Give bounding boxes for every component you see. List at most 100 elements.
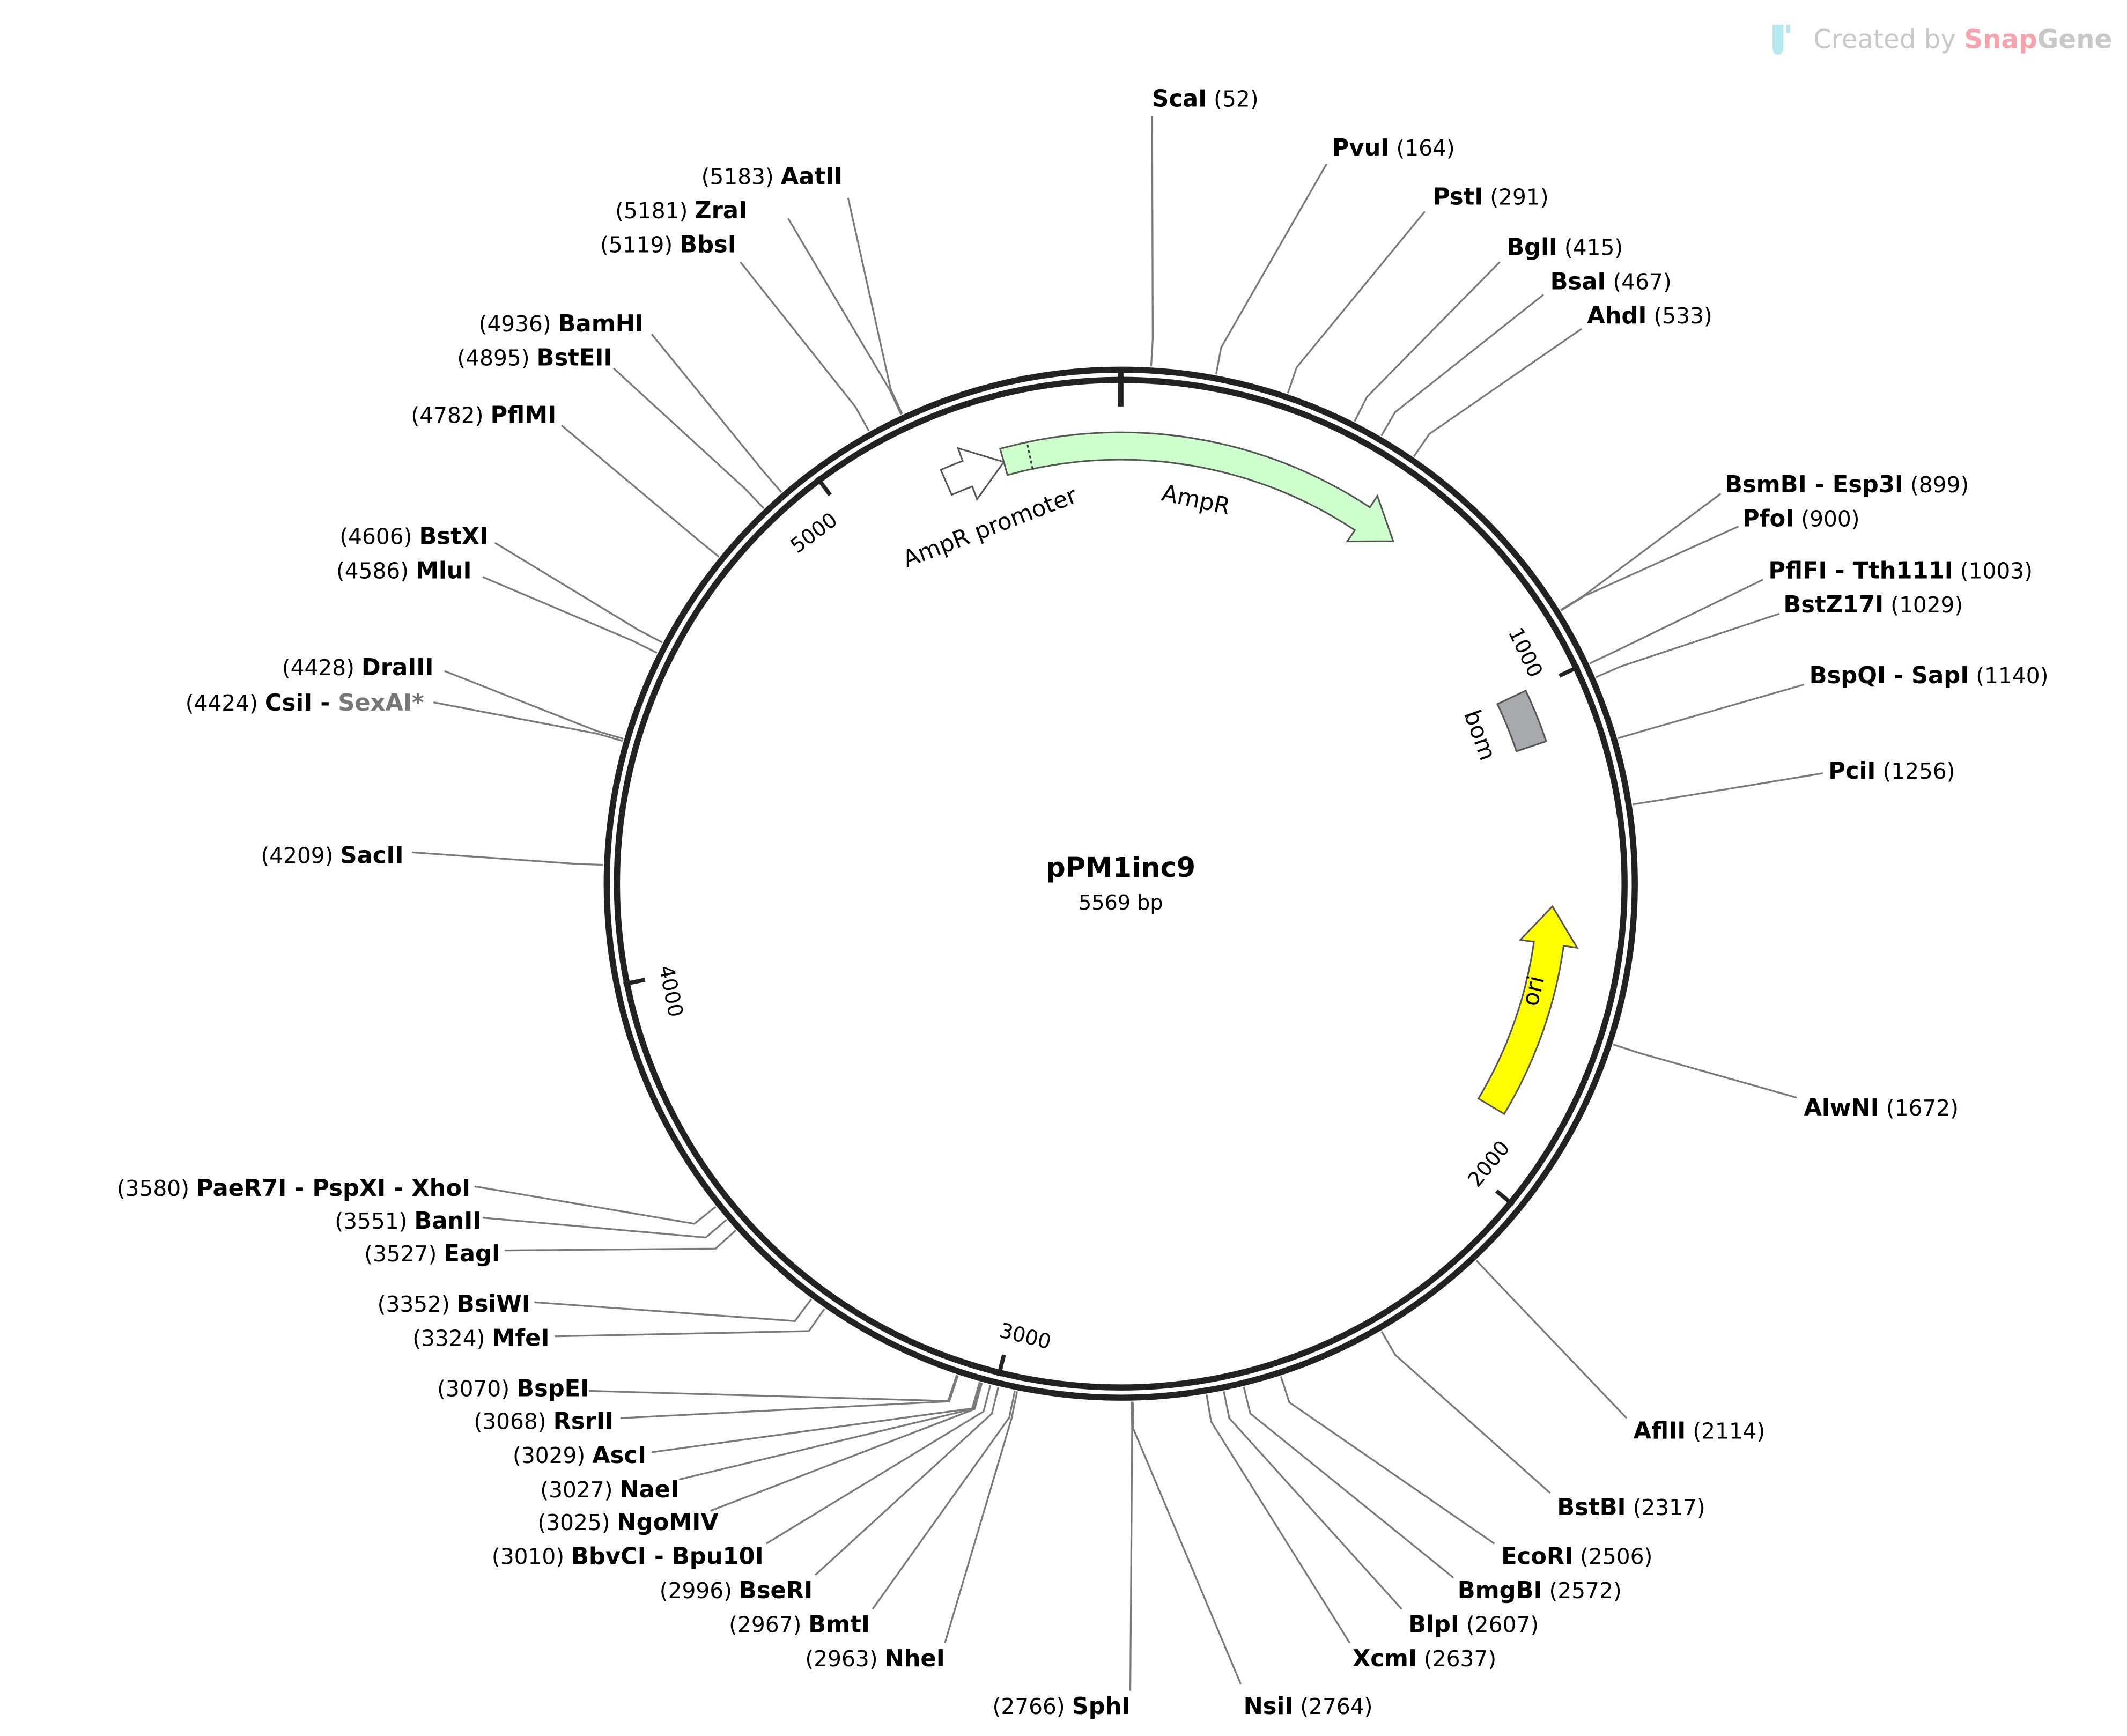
spacer <box>409 558 416 583</box>
site-label-eagi[interactable]: (3527) EagI <box>364 1240 500 1267</box>
site-label-draiii[interactable]: (4428) DraIII <box>282 654 434 681</box>
site-label-sacii[interactable]: (4209) SacII <box>261 843 403 869</box>
site-label-xcmi[interactable]: XcmI (2637) <box>1353 1645 1496 1672</box>
site-label-bgli[interactable]: BglI (415) <box>1506 234 1623 261</box>
feature-ampr[interactable] <box>999 431 1394 543</box>
site-name: AlwNI <box>1804 1095 1879 1121</box>
tick-label: 3000 <box>997 1318 1053 1354</box>
site-label-zrai[interactable]: (5181) ZraI <box>615 197 747 224</box>
site-leader-line <box>1215 163 1328 375</box>
site-label-pcii[interactable]: PciI (1256) <box>1828 758 1955 785</box>
site-label-scai[interactable]: ScaI (52) <box>1152 86 1258 113</box>
site-label-bsteii[interactable]: (4895) BstEII <box>457 345 612 372</box>
spacer <box>189 1176 196 1201</box>
site-position: (2996) <box>660 1578 732 1604</box>
spacer <box>1065 1694 1072 1719</box>
site-label-naei[interactable]: (3027) NaeI <box>540 1476 679 1503</box>
site-leader-line <box>651 334 782 493</box>
site-label-bsmbi-esp3i[interactable]: BsmBI - Esp3I (899) <box>1725 471 1969 498</box>
site-leader-line <box>1223 1391 1402 1610</box>
site-label-bmgbi[interactable]: BmgBI (2572) <box>1458 1577 1622 1604</box>
svg-text:Created by SnapGene: Created by SnapGene <box>1813 24 2112 54</box>
site-leader-line <box>1475 1260 1628 1419</box>
site-name: ZraI <box>695 197 747 224</box>
site-name: BspEI <box>516 1376 589 1402</box>
site-label-pfoi[interactable]: PfoI (900) <box>1742 506 1859 533</box>
site-name: PflMI <box>490 402 556 429</box>
site-label-ahdi[interactable]: AhdI (533) <box>1587 302 1712 329</box>
site-label-bbvci-bpu10i[interactable]: (3010) BbvCI - Bpu10I <box>492 1543 764 1570</box>
spacer <box>551 311 558 337</box>
site-label-bstz17i[interactable]: BstZ17I (1029) <box>1783 592 1963 618</box>
site-label-nsii[interactable]: NsiI (2764) <box>1244 1693 1373 1720</box>
site-label-nhei[interactable]: (2963) NheI <box>805 1645 944 1672</box>
site-label-aatii[interactable]: (5183) AatII <box>701 164 843 190</box>
site-position: (4424) <box>186 690 258 716</box>
site-label-banii[interactable]: (3551) BanII <box>335 1208 481 1235</box>
site-label-rsrii[interactable]: (3068) RsrII <box>474 1408 614 1435</box>
site-position: (2764) <box>1300 1694 1372 1719</box>
feature-boundary <box>1026 442 1033 469</box>
site-leader-line <box>815 1387 1000 1576</box>
spacer <box>1207 86 1214 112</box>
site-leader-line <box>1413 328 1583 457</box>
site-label-sphi[interactable]: (2766) SphI <box>993 1693 1131 1720</box>
site-label-bstbi[interactable]: BstBI (2317) <box>1557 1494 1705 1521</box>
spacer <box>509 1376 516 1402</box>
site-label-bbsi[interactable]: (5119) BbsI <box>600 232 736 258</box>
site-label-blpi[interactable]: BlpI (2607) <box>1408 1611 1539 1638</box>
site-label-ngomiv[interactable]: (3025) NgoMIV <box>537 1509 719 1536</box>
spacer <box>1483 184 1490 210</box>
site-label-aflii[interactable]: AflII (2114) <box>1634 1417 1766 1444</box>
site-label-pflfi-tth111i[interactable]: PflFI - Tth111I (1003) <box>1768 557 2033 584</box>
site-leader-line <box>1280 1376 1495 1545</box>
site-position: (3010) <box>492 1543 564 1569</box>
site-label-asci[interactable]: (3029) AscI <box>513 1442 646 1469</box>
site-name: BstEII <box>537 345 612 372</box>
snapgene-watermark: Created by SnapGene <box>1772 24 2112 55</box>
site-position: (4606) <box>339 524 412 550</box>
spacer <box>258 690 265 716</box>
tick-label: 2000 <box>1463 1136 1514 1191</box>
site-leader-line <box>740 261 870 432</box>
site-position: (467) <box>1613 269 1671 294</box>
site-position: (3029) <box>513 1443 585 1468</box>
site-position: (3324) <box>412 1326 485 1351</box>
site-label-bseri[interactable]: (2996) BseRI <box>660 1577 813 1604</box>
site-label-pflmi[interactable]: (4782) PflMI <box>411 402 556 429</box>
spacer <box>688 198 695 224</box>
spacer <box>1969 663 1976 689</box>
site-label-mfei[interactable]: (3324) MfeI <box>412 1325 549 1352</box>
site-label-bspei[interactable]: (3070) BspEI <box>437 1376 589 1402</box>
site-name: AscI <box>592 1442 646 1469</box>
site-label-bspqi-sapi[interactable]: BspQI - SapI (1140) <box>1810 662 2049 689</box>
site-position: (4936) <box>478 311 551 337</box>
feature-ori[interactable] <box>1477 905 1579 1116</box>
site-position: (2963) <box>805 1646 877 1672</box>
site-name: MfeI <box>492 1325 549 1352</box>
site-leader-line <box>555 1308 825 1338</box>
site-leader-line <box>1589 579 1763 664</box>
site-label-bamhi[interactable]: (4936) BamHI <box>478 311 643 337</box>
site-label-bsai[interactable]: BsaI (467) <box>1550 268 1672 295</box>
site-leader-line <box>1613 1044 1798 1099</box>
site-label-psti[interactable]: PstI (291) <box>1433 184 1549 211</box>
site-label-csii-sexai[interactable]: (4424) CsiI - SexAI* <box>186 690 424 716</box>
feature-ampr-promoter[interactable] <box>940 447 1006 501</box>
site-leader-line <box>1287 211 1426 394</box>
spacer <box>732 1578 739 1604</box>
site-name: ScaI <box>1152 86 1207 113</box>
site-label-paer7i-pspxi-xhoi[interactable]: (3580) PaeR7I - PspXI - XhoI <box>117 1175 470 1202</box>
spacer <box>1606 269 1613 294</box>
site-label-bmti[interactable]: (2967) BmtI <box>729 1611 870 1638</box>
site-label-mlui[interactable]: (4586) MluI <box>336 557 472 584</box>
site-label-pvui[interactable]: PvuI (164) <box>1332 135 1455 161</box>
site-label-bsiwi[interactable]: (3352) BsiWI <box>378 1291 530 1318</box>
feature-bom[interactable] <box>1496 689 1547 752</box>
spacer <box>450 1291 457 1317</box>
site-name: PvuI <box>1332 135 1390 161</box>
site-label-bstxi[interactable]: (4606) BstXI <box>339 523 488 550</box>
site-label-ecori[interactable]: EcoRI (2506) <box>1501 1543 1652 1570</box>
site-leader-line <box>710 1383 983 1512</box>
site-label-alwni[interactable]: AlwNI (1672) <box>1804 1095 1959 1121</box>
